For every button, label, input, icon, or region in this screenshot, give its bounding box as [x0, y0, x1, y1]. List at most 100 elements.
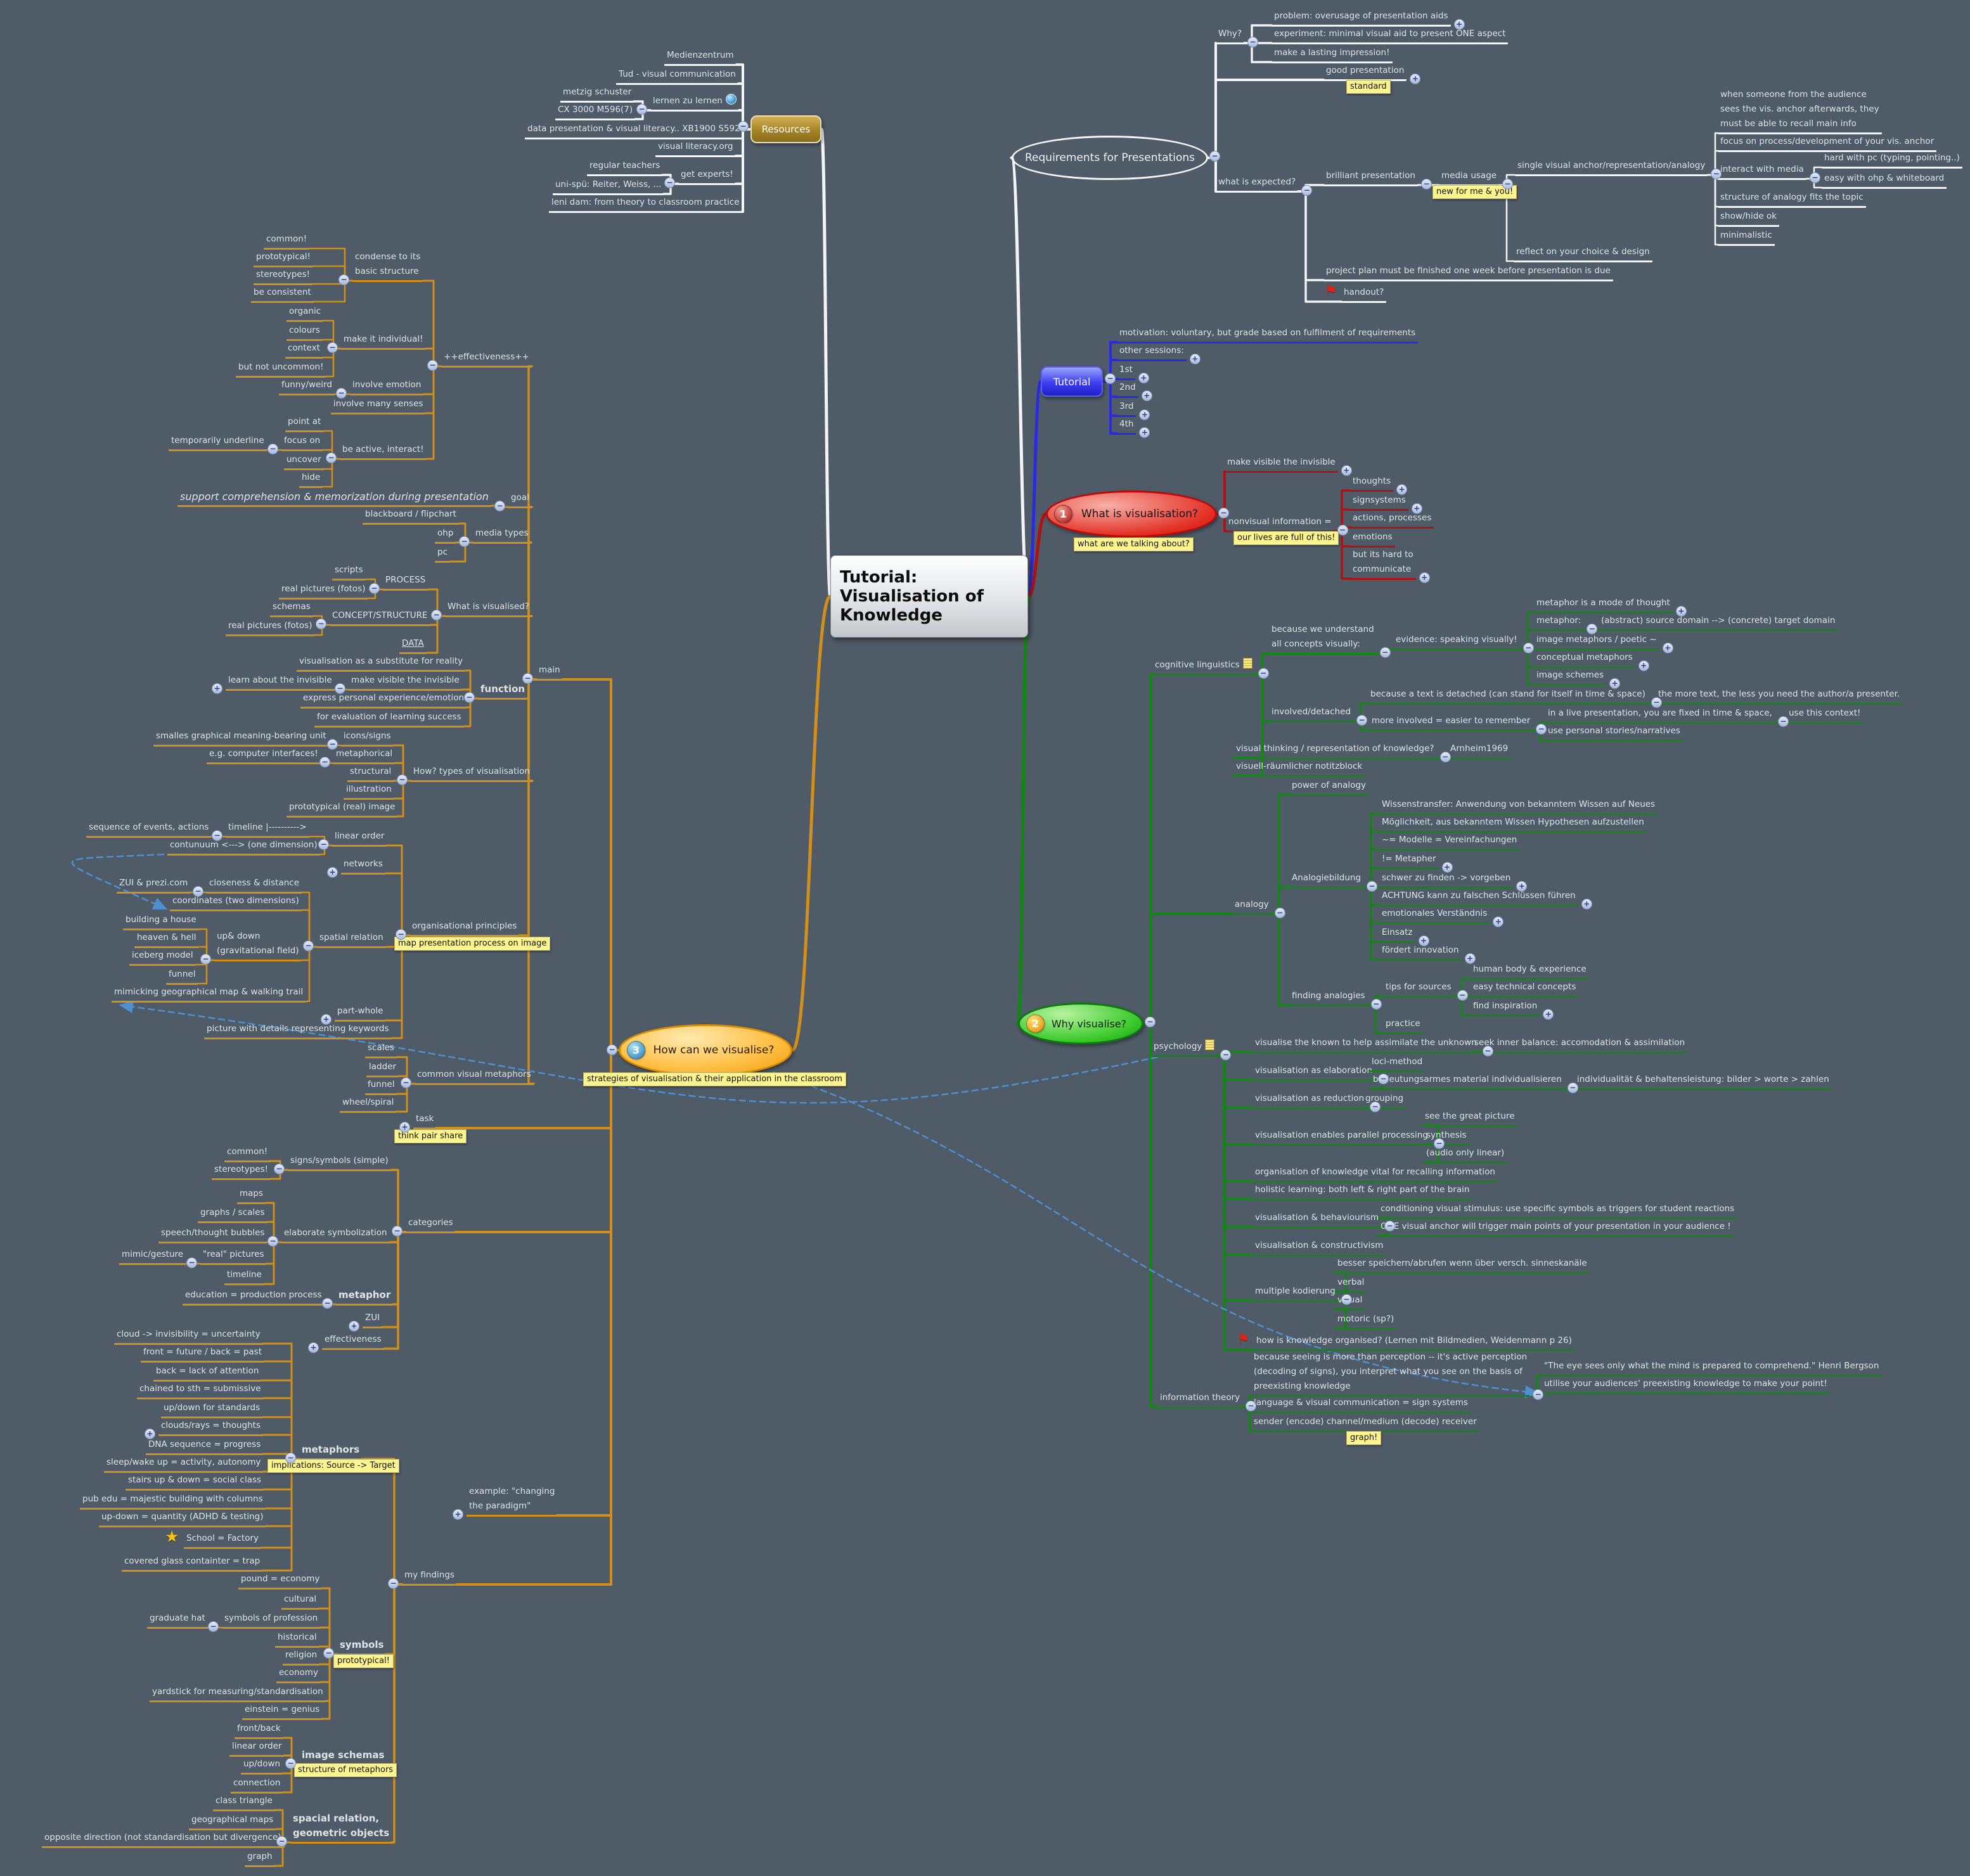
- toggle-collapse-icon[interactable]: −: [1523, 643, 1534, 653]
- node-h_o3b[interactable]: coordinates (two dimensions): [170, 894, 302, 911]
- toggle-collapse-icon[interactable]: −: [1711, 169, 1722, 179]
- toggle-expand-icon[interactable]: +: [145, 1429, 155, 1439]
- node-h_mt2[interactable]: front = future / back = past: [141, 1345, 265, 1363]
- node-h_med[interactable]: media types−: [459, 526, 531, 547]
- toggle-collapse-icon[interactable]: −: [607, 1044, 617, 1055]
- node-h_o2[interactable]: networks+: [327, 857, 385, 878]
- node-w2a[interactable]: thoughts+: [1350, 474, 1408, 495]
- node-h_c2[interactable]: ladder: [366, 1060, 399, 1077]
- node-h_o3c4[interactable]: funnel: [166, 967, 198, 985]
- node-w2d[interactable]: emotions: [1350, 530, 1395, 548]
- node-q_hard[interactable]: hard with pc (typing, pointing..): [1822, 151, 1962, 169]
- node-r7[interactable]: leni dam: from theory to classroom pract…: [549, 195, 742, 213]
- toggle-expand-icon[interactable]: +: [1516, 881, 1528, 892]
- toggle-collapse-icon[interactable]: −: [396, 929, 406, 940]
- toggle-collapse-icon[interactable]: −: [1482, 1046, 1493, 1057]
- toggle-collapse-icon[interactable]: −: [369, 583, 380, 594]
- node-h_c4[interactable]: wheel/spiral: [340, 1095, 397, 1113]
- node-h_my[interactable]: my findings−: [388, 1568, 457, 1589]
- node-h_sy8[interactable]: einstein = genius: [242, 1702, 323, 1720]
- node-h_e1a[interactable]: common!: [264, 232, 310, 250]
- node-q_reflect[interactable]: reflect on your choice & design: [1514, 245, 1652, 262]
- node-h_e1d[interactable]: be consistent: [251, 285, 314, 303]
- node-h_m2[interactable]: ohp: [435, 526, 456, 544]
- node-r3a[interactable]: metzig schuster: [560, 85, 634, 103]
- toggle-collapse-icon[interactable]: −: [327, 739, 338, 750]
- node-h_m1[interactable]: blackboard / flipchart: [363, 507, 459, 525]
- node-h_cat[interactable]: categories−: [392, 1216, 456, 1237]
- node-h_sp3[interactable]: opposite direction (not standardisation …: [42, 1830, 284, 1848]
- toggle-collapse-icon[interactable]: −: [494, 501, 505, 511]
- node-g_a3[interactable]: ~= Modelle = Vereinfachungen: [1379, 833, 1520, 851]
- toggle-collapse-icon[interactable]: −: [397, 774, 408, 785]
- toggle-collapse-icon[interactable]: −: [274, 1164, 285, 1174]
- toggle-collapse-icon[interactable]: −: [323, 1648, 334, 1659]
- node-g_n1[interactable]: because seeing is more than perception -…: [1251, 1350, 1544, 1400]
- node-g_p4[interactable]: visualisation enables parallel processin…: [1252, 1128, 1445, 1149]
- node-h_h4[interactable]: illustration: [344, 782, 394, 800]
- node-h_s3a[interactable]: education = production process: [183, 1288, 325, 1306]
- node-h_h5[interactable]: prototypical (real) image: [286, 800, 398, 818]
- toggle-expand-icon[interactable]: +: [1453, 19, 1465, 30]
- node-g_inv[interactable]: involved/detached−: [1269, 705, 1368, 726]
- node-h_goal[interactable]: goal−: [494, 491, 532, 511]
- node-h_s4[interactable]: ZUI+: [349, 1311, 383, 1332]
- node-g_m1[interactable]: metaphor is a mode of thought+: [1534, 596, 1687, 617]
- node-h_o5[interactable]: picture with details representing keywor…: [204, 1022, 392, 1039]
- toggle-collapse-icon[interactable]: −: [285, 1453, 296, 1463]
- toggle-collapse-icon[interactable]: −: [1370, 1102, 1381, 1112]
- node-g_m2[interactable]: metaphor:−: [1534, 614, 1598, 634]
- toggle-expand-icon[interactable]: +: [1411, 503, 1422, 514]
- node-h_o3a[interactable]: closeness & distance−: [193, 876, 302, 897]
- node-h_s1b[interactable]: stereotypes!: [212, 1162, 271, 1180]
- toggle-collapse-icon[interactable]: −: [1337, 525, 1348, 536]
- node-h_m3[interactable]: pc: [435, 545, 450, 563]
- node-h_task[interactable]: task+: [399, 1112, 437, 1133]
- node-h_goala[interactable]: support comprehension & memorization dur…: [177, 489, 491, 507]
- node-g_p10[interactable]: how is knowledge organised? (Lernen mit …: [1237, 1332, 1574, 1351]
- node-q_why[interactable]: Why?−: [1216, 27, 1259, 48]
- node-h_e1b[interactable]: prototypical!: [254, 250, 314, 267]
- node-h_im2[interactable]: linear order: [229, 1739, 285, 1757]
- toggle-collapse-icon[interactable]: −: [1809, 172, 1820, 183]
- node-w2b[interactable]: signsystems+: [1350, 493, 1422, 514]
- node-h_e1[interactable]: condense to its basic structure−: [338, 250, 423, 285]
- node-h_o3c1[interactable]: building a house: [123, 913, 199, 930]
- node-h_sp1[interactable]: class triangle: [213, 1794, 275, 1811]
- toggle-collapse-icon[interactable]: −: [1651, 697, 1662, 708]
- node-q_focus[interactable]: focus on process/development of your vis…: [1718, 134, 1937, 152]
- node-h_eff[interactable]: ++effectiveness++−: [427, 350, 532, 371]
- toggle-expand-icon[interactable]: +: [1396, 484, 1408, 495]
- node-h_how[interactable]: How? types of visualisation−: [397, 764, 532, 785]
- toggle-collapse-icon[interactable]: −: [285, 1758, 296, 1769]
- toggle-expand-icon[interactable]: +: [1662, 643, 1673, 653]
- node-h_sy3[interactable]: symbols of profession−: [208, 1611, 321, 1632]
- node-g_i1a[interactable]: the more text, the less you need the aut…: [1656, 687, 1903, 705]
- node-h_h3[interactable]: structural: [347, 764, 394, 782]
- toggle-collapse-icon[interactable]: −: [200, 954, 211, 965]
- node-h_w1a[interactable]: scripts: [332, 563, 366, 581]
- toggle-collapse-icon[interactable]: −: [522, 673, 533, 684]
- node-w1[interactable]: make visible the invisible+: [1225, 455, 1352, 476]
- toggle-expand-icon[interactable]: +: [327, 867, 338, 878]
- node-q_inter[interactable]: interact with media−: [1718, 162, 1820, 183]
- node-h_mt3[interactable]: back = lack of attention: [153, 1364, 262, 1382]
- node-h_main[interactable]: main−: [522, 663, 563, 684]
- toggle-collapse-icon[interactable]: −: [1567, 1083, 1578, 1093]
- node-req[interactable]: Requirements for Presentations−: [1012, 136, 1220, 180]
- toggle-collapse-icon[interactable]: −: [1433, 1138, 1445, 1149]
- toggle-collapse-icon[interactable]: −: [1439, 752, 1451, 762]
- node-h_sy3a[interactable]: graduate hat: [147, 1611, 208, 1629]
- node-q_bril[interactable]: brilliant presentation−: [1323, 169, 1432, 190]
- toggle-collapse-icon[interactable]: −: [392, 1226, 402, 1237]
- node-g_vr[interactable]: visuell-räumlicher notitzblock: [1233, 759, 1365, 777]
- toggle-collapse-icon[interactable]: −: [401, 1077, 411, 1088]
- toggle-collapse-icon[interactable]: −: [193, 886, 203, 897]
- node-h_e1c[interactable]: stereotypes!: [254, 267, 313, 285]
- node-h_mt13[interactable]: covered glass containter = trap: [122, 1554, 263, 1572]
- node-h_e5b1[interactable]: temporarily underline: [169, 434, 267, 451]
- node-h_e2a[interactable]: organic: [286, 304, 324, 322]
- node-q_mini[interactable]: minimalistic: [1718, 228, 1775, 246]
- node-g_n1a[interactable]: "The eye sees only what the mind is prep…: [1542, 1359, 1882, 1377]
- node-g_p7a[interactable]: conditioning visual stimulus: use specif…: [1378, 1202, 1737, 1219]
